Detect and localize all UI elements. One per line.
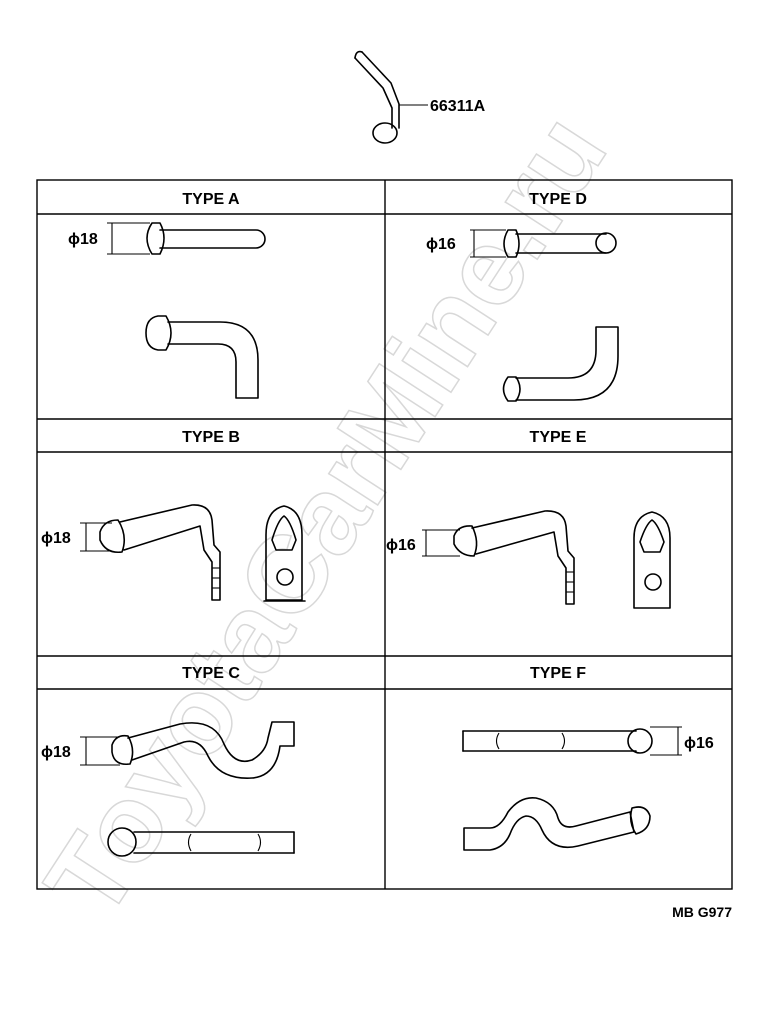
top-rod-part [354,50,428,144]
watermark: ToyotaCarMine.ru [22,94,630,938]
type-f-diameter: ϕ16 [684,735,714,752]
type-a-drawing [107,222,266,399]
type-b-header: TYPE B [182,429,240,446]
type-c-header: TYPE C [182,665,240,682]
type-a-diameter: ϕ18 [68,231,98,248]
type-c-diameter: ϕ18 [41,744,71,761]
type-b-drawing [80,504,306,602]
type-e-diameter: ϕ16 [386,537,416,554]
type-a-header: TYPE A [182,191,240,208]
type-d-diameter: ϕ16 [426,236,456,253]
type-e-header: TYPE E [530,429,587,446]
drawing-code: MB G977 [672,904,732,920]
type-d-drawing [470,229,619,402]
type-c-drawing [80,721,295,857]
part-number-label: 66311A [430,98,486,115]
type-grid [36,179,733,890]
type-d-header: TYPE D [529,191,587,208]
type-b-diameter: ϕ18 [41,530,71,547]
type-f-header: TYPE F [530,665,586,682]
type-f-drawing [462,726,682,851]
type-e-drawing [422,510,671,609]
